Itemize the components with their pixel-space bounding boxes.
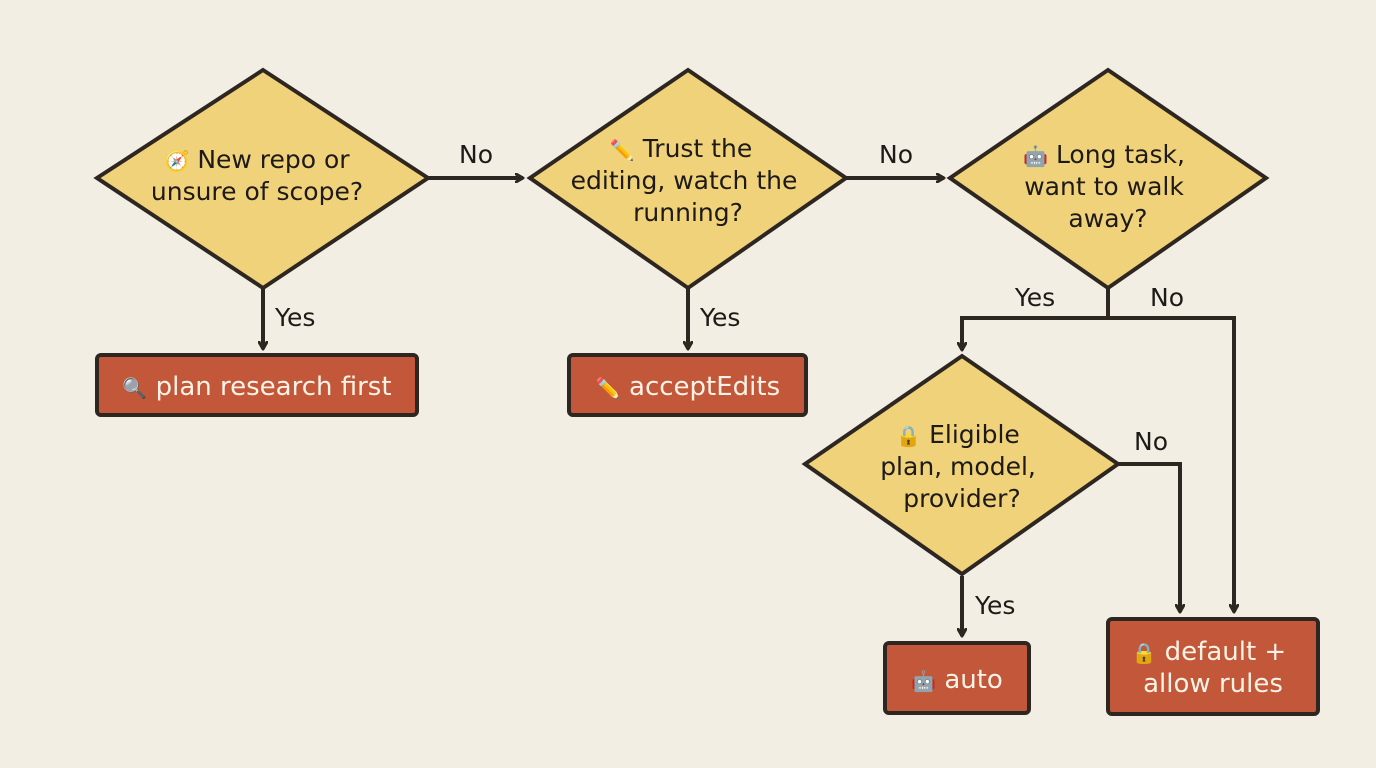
pencil-icon: ✏️: [610, 138, 635, 162]
robot-icon: 🤖: [911, 669, 936, 693]
outcome-default-text: 🔒 default + allow rules: [1132, 637, 1295, 699]
robot-icon: 🤖: [1023, 144, 1048, 168]
lock-icon: 🔒: [896, 424, 921, 448]
outcome-accept-edits: [567, 353, 808, 417]
decision-long-task: [946, 67, 1270, 291]
edge-label-eligible-no: No: [1134, 427, 1168, 456]
outcome-plan-text: 🔍 plan research first: [122, 372, 391, 402]
decision-eligible: [801, 353, 1122, 577]
edge-label-trust-no: No: [879, 140, 913, 169]
decision-new-repo-text: 🧭 New repo or unsure of scope?: [151, 145, 363, 206]
edge-long-no: [1108, 316, 1234, 612]
decision-long-task-text: 🤖 Long task, want to walk away?: [1023, 140, 1193, 233]
outcome-default: [1106, 617, 1320, 716]
edge-label-new-repo-no: No: [459, 140, 493, 169]
decision-new-repo: [93, 67, 432, 291]
edge-label-trust-yes: Yes: [699, 303, 740, 332]
magnifier-icon: 🔍: [122, 375, 147, 400]
compass-icon: 🧭: [164, 149, 189, 173]
outcome-auto-text: 🤖 auto: [911, 665, 1003, 695]
outcome-accept-edits-text: ✏️ acceptEdits: [596, 372, 780, 402]
pencil-icon: ✏️: [596, 376, 621, 400]
edge-label-long-no: No: [1150, 283, 1184, 312]
decision-eligible-text: 🔒 Eligible plan, model, provider?: [880, 420, 1044, 513]
decision-trust-editing: [526, 67, 850, 291]
edge-eligible-no: [1118, 462, 1180, 612]
edge-label-eligible-yes: Yes: [974, 591, 1015, 620]
edge-label-new-repo-yes: Yes: [274, 303, 315, 332]
outcome-auto: [883, 641, 1031, 715]
edge-long-yes: [962, 316, 1108, 350]
lock-icon: 🔒: [1132, 641, 1157, 665]
decision-trust-editing-text: ✏️ Trust the editing, watch the running?: [571, 134, 806, 227]
edge-label-long-yes: Yes: [1014, 283, 1055, 312]
outcome-plan: [95, 353, 419, 417]
